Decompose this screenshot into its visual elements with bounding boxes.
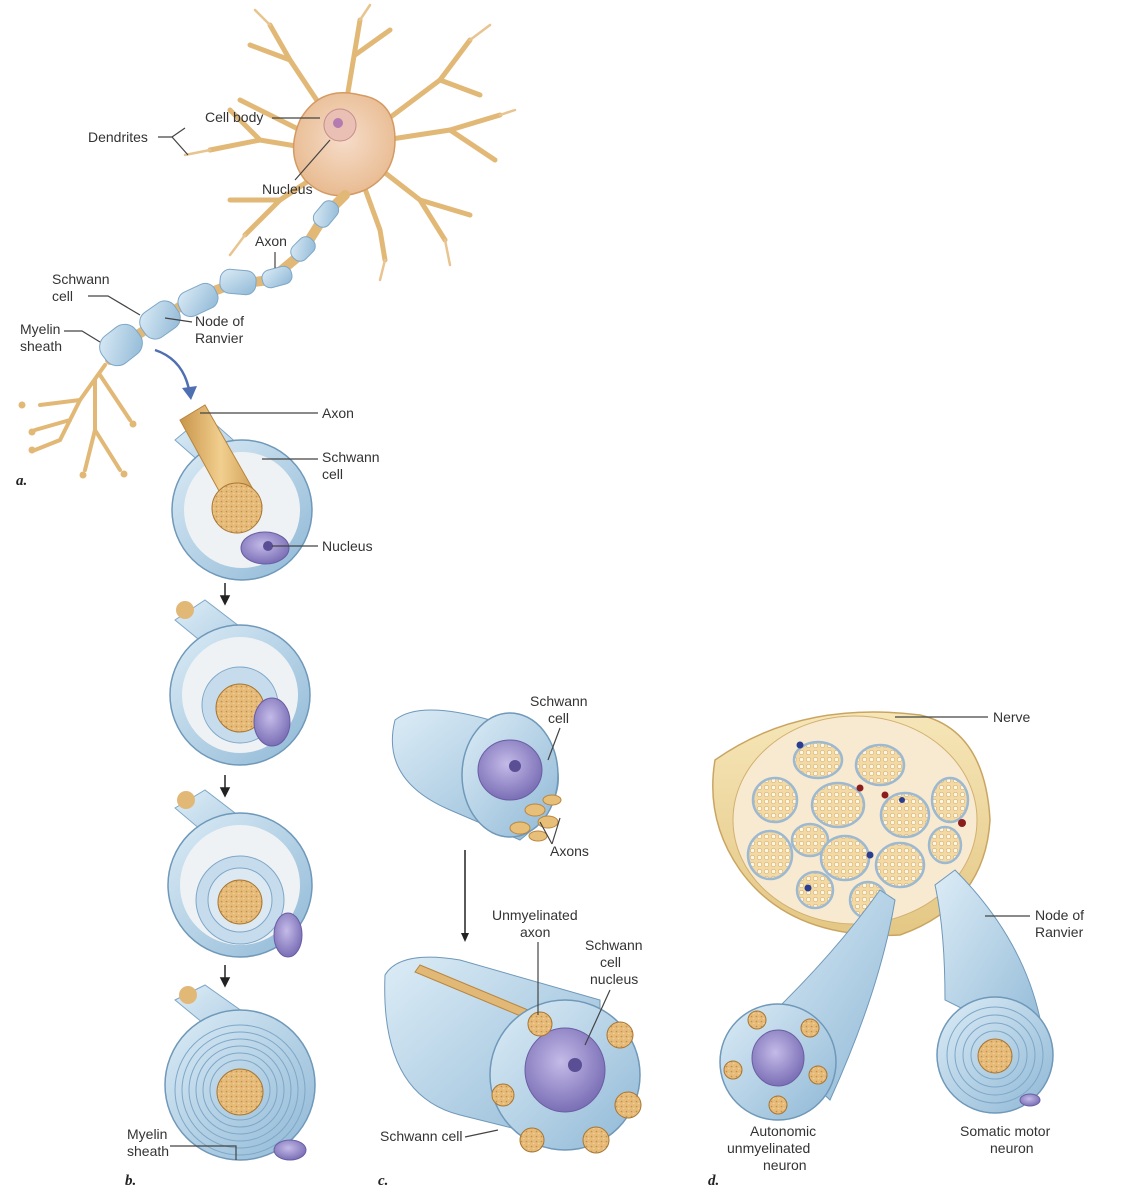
arrow-c <box>461 850 469 942</box>
label-somatic-1: Somatic motor <box>960 1123 1051 1139</box>
label-node-a-2: Ranvier <box>195 330 244 346</box>
label-dendrites: Dendrites <box>88 129 148 145</box>
label-nucleus-a: Nucleus <box>262 181 313 197</box>
somatic-fiber <box>934 869 1054 1114</box>
schwann-cell-closed <box>384 956 642 1154</box>
label-myelin-a-2: sheath <box>20 338 62 354</box>
panel-c-labels: Schwann cell Axons Unmyelinated axon Sch… <box>378 693 643 1189</box>
panel-d-labels: Nerve Node of Ranvier Autonomic unmyelin… <box>708 709 1084 1189</box>
myelination-stage-4 <box>164 984 316 1161</box>
label-schwann-b-2: cell <box>322 466 343 482</box>
label-scn-2: cell <box>600 954 621 970</box>
label-unmyelinated-1: Unmyelinated <box>492 907 578 923</box>
label-node-d-1: Node of <box>1035 907 1084 923</box>
label-schwann-cell-c: Schwann cell <box>380 1128 463 1144</box>
label-node-d-2: Ranvier <box>1035 924 1084 940</box>
panel-label-c: c. <box>378 1173 388 1189</box>
label-schwann-c-2: cell <box>548 710 569 726</box>
label-myelin-b-2: sheath <box>127 1143 169 1159</box>
autonomic-fiber <box>719 889 896 1121</box>
panel-label-b: b. <box>125 1173 136 1189</box>
nerve-cross-section <box>712 711 991 937</box>
stage-arrows <box>219 583 231 988</box>
panel-b-labels: Axon Schwann cell Nucleus Myelin sheath … <box>125 405 380 1189</box>
label-axon-a: Axon <box>255 233 287 249</box>
label-autonomic-1: Autonomic <box>750 1123 816 1139</box>
panel-label-a: a. <box>16 473 27 489</box>
label-schwann-a-1: Schwann <box>52 271 110 287</box>
label-nerve: Nerve <box>993 709 1031 725</box>
label-schwann-a-2: cell <box>52 288 73 304</box>
label-nucleus-b: Nucleus <box>322 538 373 554</box>
label-node-a-1: Node of <box>195 313 244 329</box>
label-cell-body: Cell body <box>205 109 263 125</box>
panel-a-labels: Cell body Dendrites Nucleus Axon Schwann… <box>16 109 331 489</box>
myelination-stage-3 <box>167 789 313 958</box>
label-schwann-b-1: Schwann <box>322 449 380 465</box>
label-axon-b: Axon <box>322 405 354 421</box>
fascicles <box>746 740 970 920</box>
label-myelin-b-1: Myelin <box>127 1126 167 1142</box>
label-autonomic-3: neuron <box>763 1157 807 1173</box>
schwann-cell-open <box>391 709 562 842</box>
myelination-stage-2 <box>169 599 311 766</box>
myelin-segments <box>99 200 340 367</box>
blood-vessels <box>796 741 966 892</box>
label-unmyelinated-2: axon <box>520 924 550 940</box>
label-somatic-2: neuron <box>990 1140 1034 1156</box>
label-scn-1: Schwann <box>585 937 643 953</box>
label-scn-3: nucleus <box>590 971 638 987</box>
label-schwann-c-1: Schwann <box>530 693 588 709</box>
label-autonomic-2: unmyelinated <box>727 1140 810 1156</box>
label-myelin-a-1: Myelin <box>20 321 60 337</box>
panel-label-d: d. <box>708 1173 719 1189</box>
myelination-stage-1 <box>171 404 313 581</box>
label-axons: Axons <box>550 843 589 859</box>
